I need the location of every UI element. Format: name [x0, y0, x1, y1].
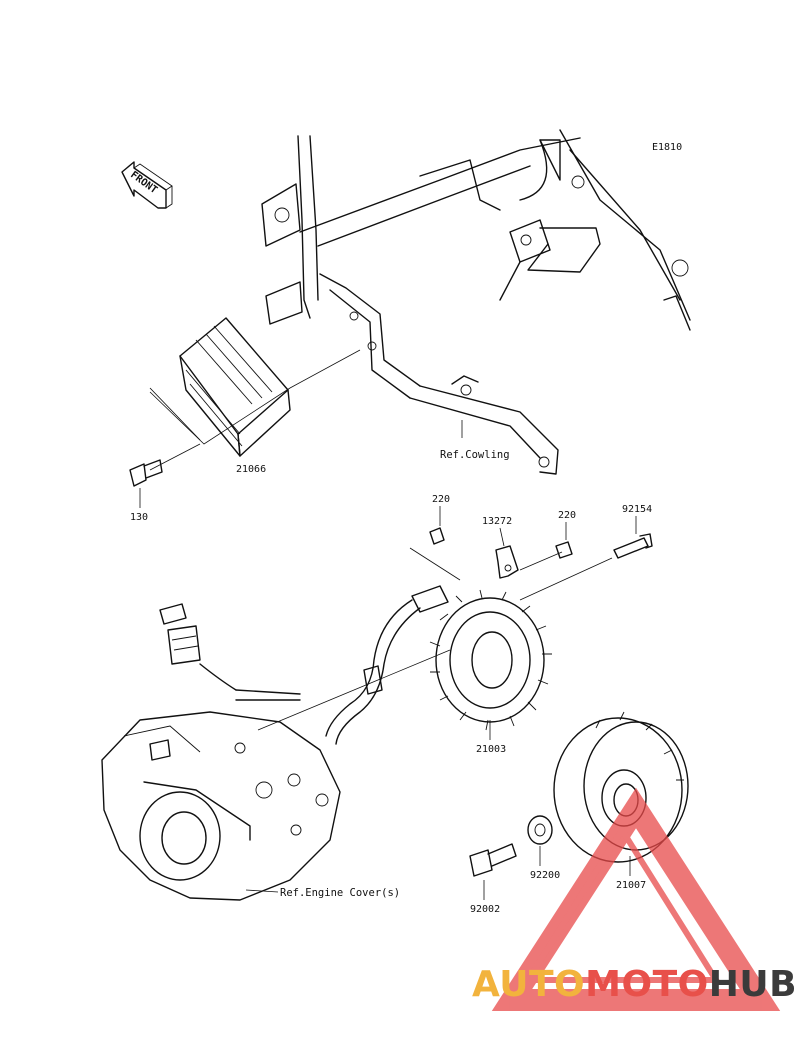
bolt-220a	[429, 527, 445, 545]
frame-bracket	[261, 129, 691, 475]
bolt-220b	[555, 541, 573, 559]
wiring-harness	[159, 599, 421, 745]
diagram-code: E1810	[652, 142, 682, 153]
watermark-logo	[491, 787, 781, 1011]
part-92002-label: 92002	[470, 904, 500, 915]
watermark-hub: HUB	[709, 964, 797, 1005]
part-21003-label: 21003	[476, 744, 506, 755]
watermark-text: AUTOMOTOHUB	[472, 964, 797, 1005]
washer	[527, 815, 553, 845]
front-arrow-icon: FRONT	[121, 161, 173, 209]
part-92200-label: 92200	[530, 870, 560, 881]
watermark-auto: AUTO	[472, 964, 585, 1005]
part-220b-label: 220	[558, 510, 576, 521]
part-13272-label: 13272	[482, 516, 512, 527]
part-21007-label: 21007	[616, 880, 646, 891]
engine-cover	[101, 711, 341, 901]
part-21066-label: 21066	[236, 464, 266, 475]
bolt-92154	[613, 533, 653, 559]
part-220a-label: 220	[432, 494, 450, 505]
watermark-moto: MOTO	[585, 964, 709, 1005]
bracket-13272	[495, 545, 519, 579]
flange-bolt	[469, 843, 517, 877]
stator-coil	[411, 585, 552, 731]
bolt-130	[129, 459, 163, 487]
part-130-label: 130	[130, 512, 148, 523]
regulator-rectifier	[149, 317, 291, 457]
ref-engine-cover-label: Ref.Engine Cover(s)	[280, 887, 400, 899]
part-92154-label: 92154	[622, 504, 652, 515]
ref-cowling-label: Ref.Cowling	[440, 449, 510, 461]
